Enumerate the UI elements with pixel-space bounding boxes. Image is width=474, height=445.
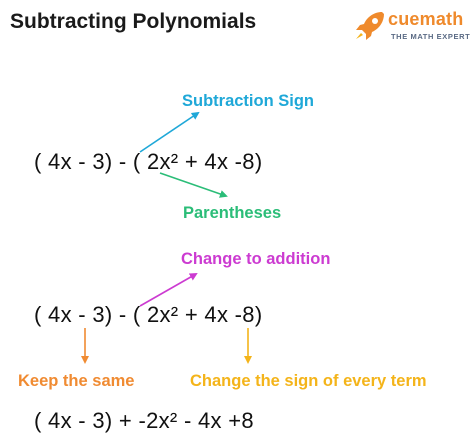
arrow-change-to-addition	[139, 273, 198, 307]
page-title: Subtracting Polynomials	[10, 10, 257, 33]
label-change-the-sign: Change the sign of every term	[190, 372, 427, 390]
expression-original: ( 4x - 3) - ( 2x² + 4x -8)	[34, 149, 263, 174]
label-parentheses: Parentheses	[183, 204, 282, 222]
label-keep-the-same: Keep the same	[18, 372, 135, 390]
expression-result: ( 4x - 3) + -2x² - 4x +8	[34, 408, 254, 433]
brand-tagline: THE MATH EXPERT	[391, 32, 471, 41]
brand-name: cuemath	[388, 9, 464, 29]
brand-logo: cuemath THE MATH EXPERT	[352, 8, 471, 44]
label-change-to-addition: Change to addition	[181, 250, 331, 268]
expression-step-two: ( 4x - 3) - ( 2x² + 4x -8)	[34, 302, 263, 327]
label-subtraction-sign: Subtraction Sign	[182, 92, 314, 110]
arrow-subtraction-sign	[139, 111, 200, 153]
rocket-icon	[356, 12, 384, 40]
arrow-parentheses	[159, 172, 228, 198]
